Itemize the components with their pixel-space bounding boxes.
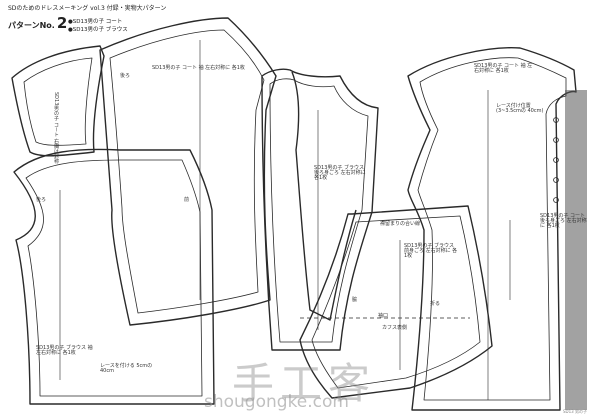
page-header-title: SDのためのドレスメーキング vol.3 付録・実物大パターン xyxy=(8,5,167,12)
blouse-back-outline xyxy=(13,148,215,405)
watermark-url: shougongke.com xyxy=(204,392,349,412)
coat-sleeve-inner xyxy=(109,29,265,314)
lace-attach-label: レース付け位置 (3~3.5cmの 40cm) xyxy=(496,103,544,114)
coat-front-outline xyxy=(407,47,577,411)
hem-line-label: 袖口 xyxy=(378,313,389,319)
facing-strip xyxy=(565,90,587,410)
blouse-back-inner xyxy=(25,159,203,397)
blouse-front-inner xyxy=(311,215,481,389)
collar-piece-inner xyxy=(23,57,93,146)
pattern-number: 2 xyxy=(56,14,68,32)
back-mark: 後ろ xyxy=(36,197,47,203)
corner-note: SD13 男の子 xyxy=(563,409,587,414)
pattern-number-label: パターンNo.2 xyxy=(8,16,67,31)
front-mark: 前 xyxy=(184,197,190,203)
blouse-front-label: SD13男の子 ブラウス 前身ごろ 左右対称に 各1枚 xyxy=(404,243,458,259)
lace-note-label: レースを付ける 5cmの 40cm xyxy=(100,363,153,374)
collar-side-label: SD13男の子 コート 右胸は対称 xyxy=(53,92,59,164)
collar-piece-outline xyxy=(11,45,105,157)
coat-back-outline xyxy=(261,68,379,351)
watermark-brand: 手工客 xyxy=(232,359,377,408)
blouse-sleeve-label: SD13男の子 ブラウス 袖 左右対称に 各1枚 xyxy=(36,345,93,356)
ruffle-mark-label: 襟留まりの合い線 xyxy=(380,221,421,227)
button-mark-4 xyxy=(553,177,559,183)
side-mark: 脇 xyxy=(352,297,358,303)
shirt-back-label: SD13男の子 ブラウス 後ろ身ごろ 左右対称に 各1枚 xyxy=(314,165,366,181)
back-mark-top: 後ろ xyxy=(120,73,131,79)
coat-sleeve-label: SD13男の子 コート 袖 左右対称に 各1枚 xyxy=(152,65,245,71)
pattern-item-1: ●SD13男の子 コート xyxy=(68,19,123,25)
button-mark-2 xyxy=(553,137,559,143)
coat-sleeve-outline xyxy=(99,17,277,326)
shirt-back-outline xyxy=(291,71,357,321)
cuff-label: カフス表側 xyxy=(382,325,408,331)
coat-back-label: SD13男の子 コート 後ろ身ごろ 左右対称に 各1枚 xyxy=(540,213,587,229)
coat-front-inner xyxy=(417,57,567,401)
button-mark-5 xyxy=(553,197,559,203)
pattern-label: パターンNo. xyxy=(8,21,55,30)
seam-mark: 折る xyxy=(430,301,441,307)
pattern-item-2: ●SD13男の子 ブラウス xyxy=(68,27,128,33)
coat-front-label: SD13男の子 コート 袖 左右対称に 各1枚 xyxy=(474,63,533,74)
blouse-front-outline xyxy=(299,205,493,399)
button-mark-3 xyxy=(553,157,559,163)
button-mark-1 xyxy=(553,117,559,123)
